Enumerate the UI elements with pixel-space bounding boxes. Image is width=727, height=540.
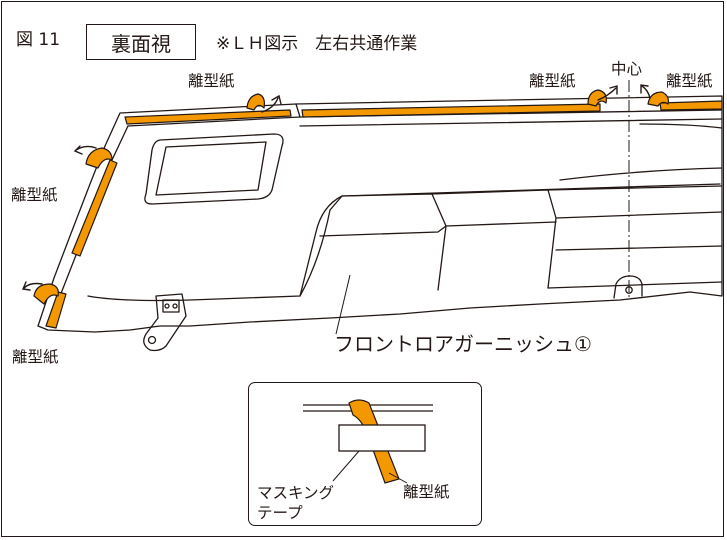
masking-tape-inset: マスキング テープ 離型紙 bbox=[248, 382, 482, 526]
arrow-side-lower bbox=[23, 282, 43, 289]
inset-illustration bbox=[303, 399, 433, 484]
tape-top-right bbox=[659, 100, 723, 111]
part-name: フロントロアガーニッシュ① bbox=[334, 332, 592, 356]
inset-label-release-paper: 離型紙 bbox=[403, 483, 450, 501]
tape-top-left bbox=[124, 109, 292, 125]
tape-side-lower bbox=[45, 291, 67, 329]
label-release-paper-side-upper: 離型紙 bbox=[11, 186, 58, 204]
tape-side bbox=[71, 159, 118, 257]
label-release-paper-top-center: 離型紙 bbox=[529, 72, 576, 90]
center-panel bbox=[341, 193, 447, 291]
curl-side-upper bbox=[85, 147, 113, 169]
note-text: ※ＬＨ図示 左右共通作業 bbox=[216, 34, 418, 54]
center-clip bbox=[613, 275, 643, 299]
inset-masking-tape bbox=[338, 424, 426, 452]
figure-label: 図 11 bbox=[16, 30, 61, 50]
part-leader bbox=[335, 274, 351, 335]
curl-top-left bbox=[246, 93, 265, 111]
view-title: 裏面視 bbox=[111, 31, 171, 56]
inset-label-masking-tape: マスキング テープ bbox=[257, 484, 335, 523]
curl-top-center bbox=[587, 89, 607, 107]
label-center: 中心 bbox=[611, 60, 643, 78]
tape-top-main bbox=[301, 103, 601, 118]
curl-side-lower bbox=[33, 283, 59, 305]
garnish-outline bbox=[37, 95, 723, 333]
window-recess bbox=[144, 133, 284, 205]
curl-top-right bbox=[647, 91, 669, 107]
view-title-box: 裏面視 bbox=[86, 24, 196, 60]
label-release-paper-side-lower: 離型紙 bbox=[12, 348, 59, 366]
mounting-bracket bbox=[143, 293, 187, 352]
label-release-paper-top-right: 離型紙 bbox=[666, 72, 713, 90]
label-release-paper-top-left: 離型紙 bbox=[188, 72, 235, 90]
arrow-top-left bbox=[261, 97, 279, 113]
arrow-top-right bbox=[641, 85, 651, 99]
arrow-top-center bbox=[597, 87, 617, 101]
